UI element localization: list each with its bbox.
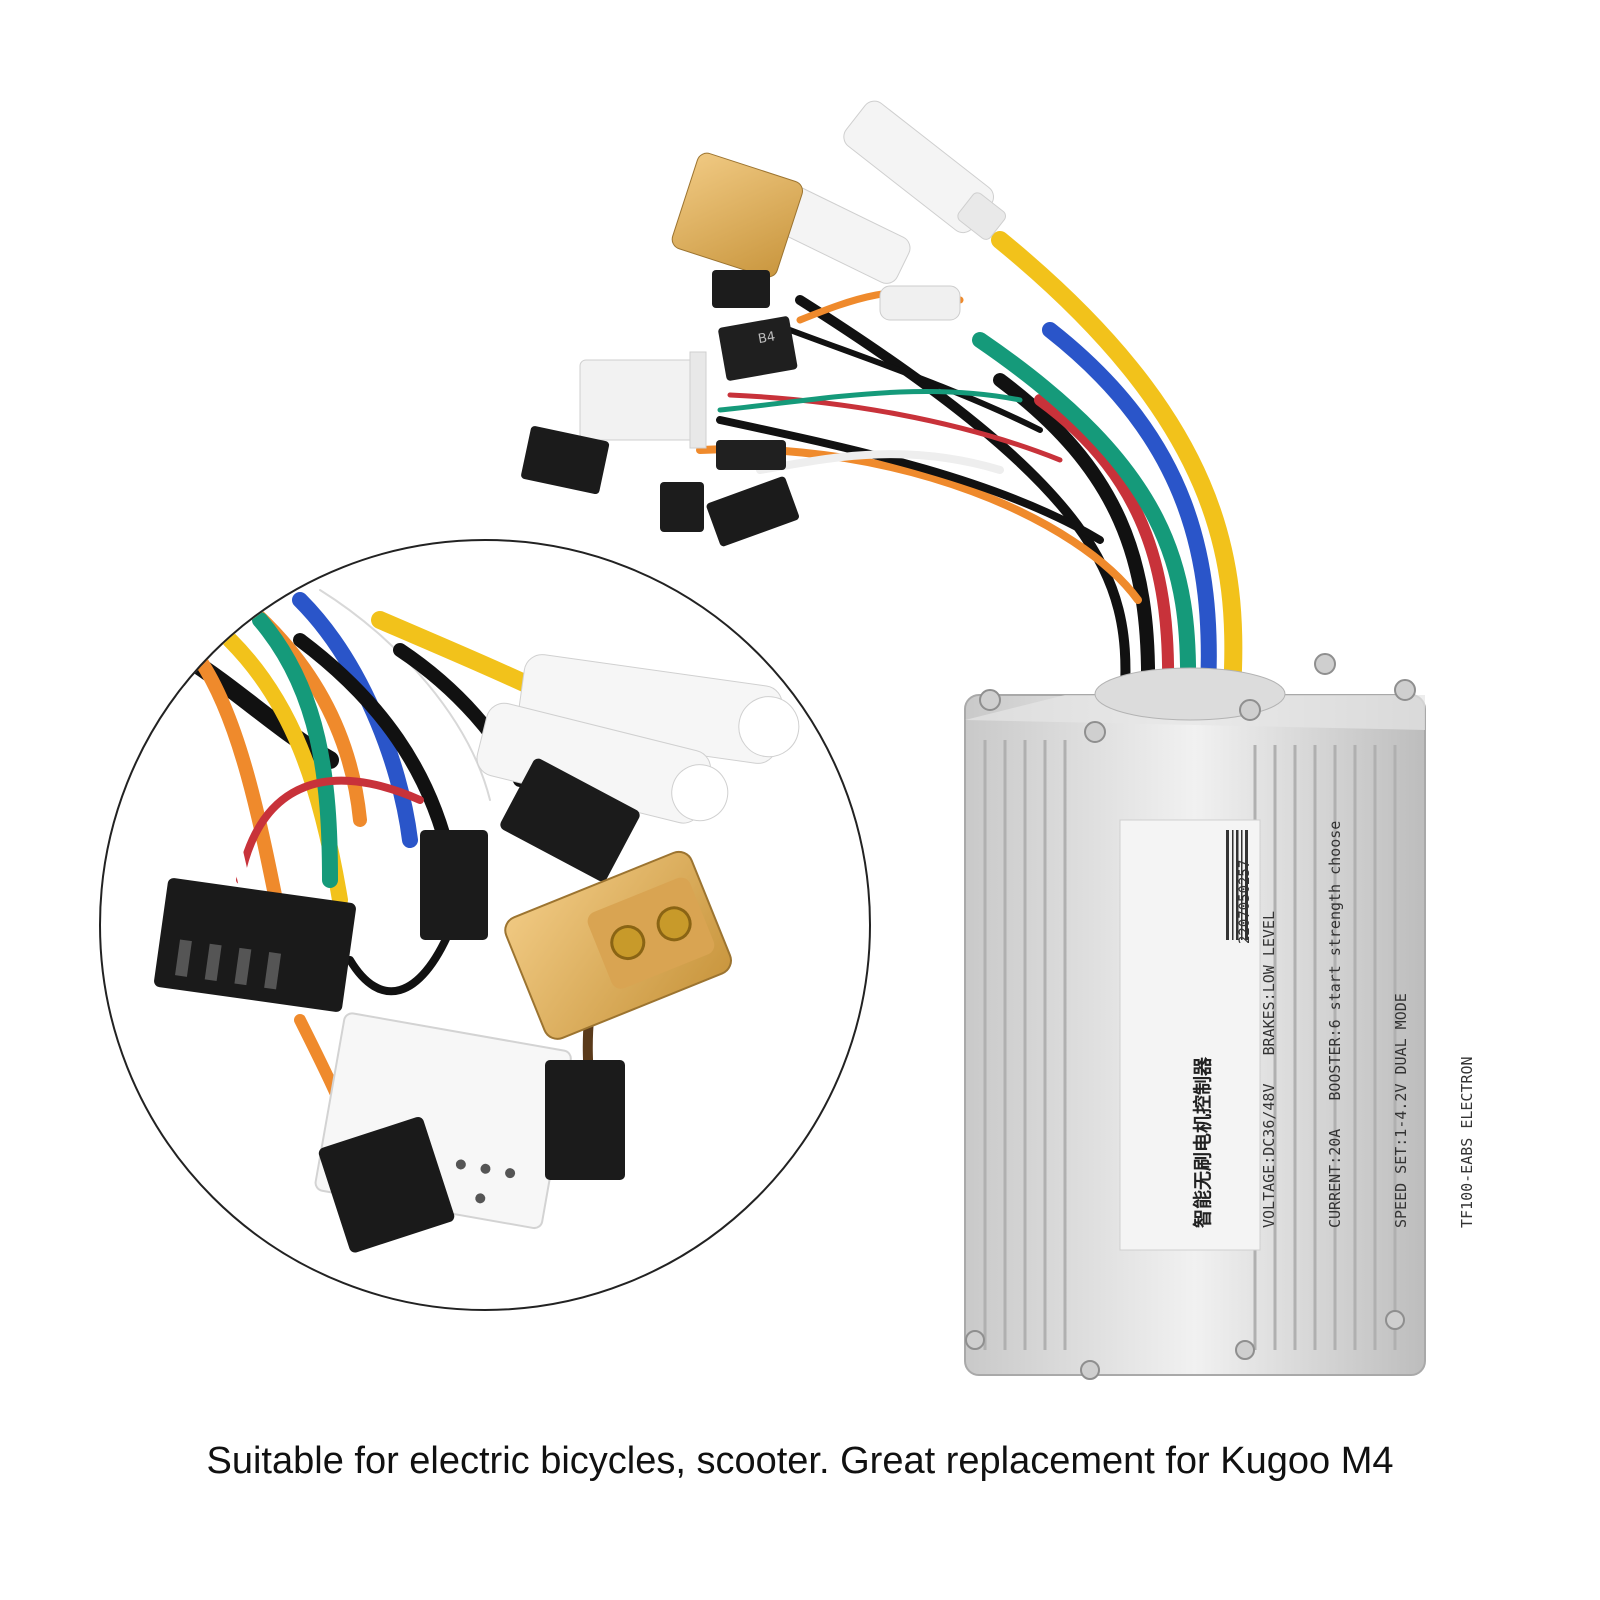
label-current: CURRENT:20A — [1326, 1128, 1344, 1228]
label-row-2: CURRENT:20A BOOSTER:6 start strength cho… — [1324, 821, 1346, 1228]
controller-housing — [964, 653, 1426, 1380]
label-title: 智能无刷电机控制器 — [1192, 1056, 1214, 1228]
connector-mark: B4 — [757, 329, 777, 347]
label-voltage: VOLTAGE:DC36/48V — [1260, 1083, 1278, 1229]
serial-number: 2207050257 — [1237, 859, 1253, 944]
label-booster: BOOSTER:6 start strength choose — [1326, 820, 1344, 1101]
detail-zoom-circle — [99, 539, 871, 1311]
label-speed: SPEED SET:1-4.2V DUAL MODE — [1392, 993, 1410, 1228]
top-connectors: B4 — [521, 100, 1007, 547]
label-brakes: BRAKES:LOW LEVEL — [1260, 911, 1278, 1056]
label-model: TF100-EABS ELECTRON — [1458, 1056, 1476, 1228]
label-row-1: VOLTAGE:DC36/48V BRAKES:LOW LEVEL — [1258, 821, 1280, 1228]
controller-label: 智能无刷电机控制器 VOLTAGE:DC36/48V BRAKES:LOW LE… — [1148, 821, 1500, 1228]
product-caption: Suitable for electric bicycles, scooter.… — [206, 1440, 1394, 1482]
